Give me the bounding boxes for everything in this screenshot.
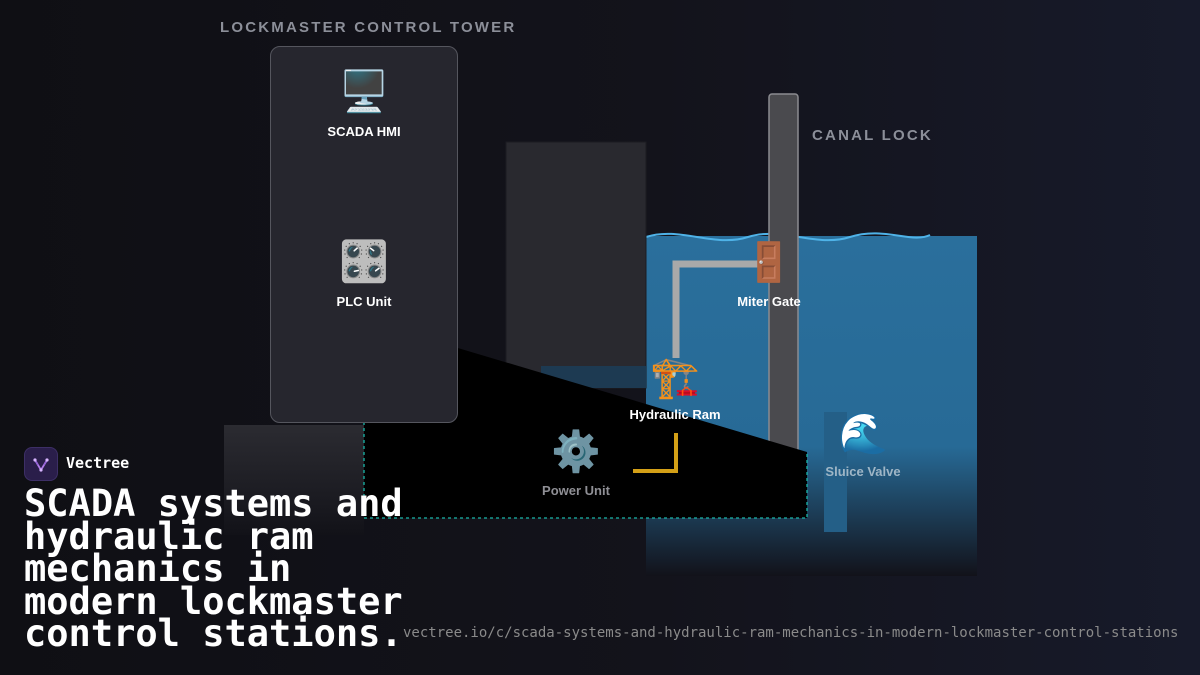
gate-linkage-arm — [672, 260, 766, 358]
sluice-post — [824, 412, 847, 532]
equipment-housing — [505, 141, 647, 389]
brand-name: Vectree — [66, 454, 130, 472]
hydraulic-line — [633, 433, 678, 473]
article-link[interactable]: vectree.io/c/scada-systems-and-hydraulic… — [403, 625, 1179, 641]
hydraulic-chamber-overlay — [364, 320, 807, 518]
plc-unit-label: PLC Unit — [336, 294, 392, 309]
canal-section-label: CANAL LOCK — [812, 127, 933, 144]
vectree-logo-icon — [24, 447, 58, 481]
sluice-valve-label: Sluice Valve — [825, 464, 901, 479]
control-knobs-icon: 🎛️ — [339, 239, 389, 285]
miter-gate-label: Miter Gate — [737, 294, 801, 309]
control-tower-panel — [270, 46, 458, 423]
hydraulic-ram-label: Hydraulic Ram — [629, 407, 721, 422]
scada-hmi-label: SCADA HMI — [327, 124, 401, 139]
tower-section-label: LOCKMASTER CONTROL TOWER — [220, 19, 517, 36]
door-icon: 🚪 — [745, 240, 793, 284]
vectree-logo-graphic — [33, 458, 49, 472]
construction-crane-icon: 🏗️ — [650, 355, 700, 401]
desktop-computer-icon: 🖥️ — [339, 69, 389, 115]
power-unit-label: Power Unit — [542, 483, 610, 498]
page-title: SCADA systems and hydraulic ram mechanic… — [24, 482, 403, 655]
water-wave-icon: 🌊 — [838, 411, 888, 457]
canal-water — [646, 236, 977, 576]
gear-icon: ⚙️ — [551, 429, 601, 475]
